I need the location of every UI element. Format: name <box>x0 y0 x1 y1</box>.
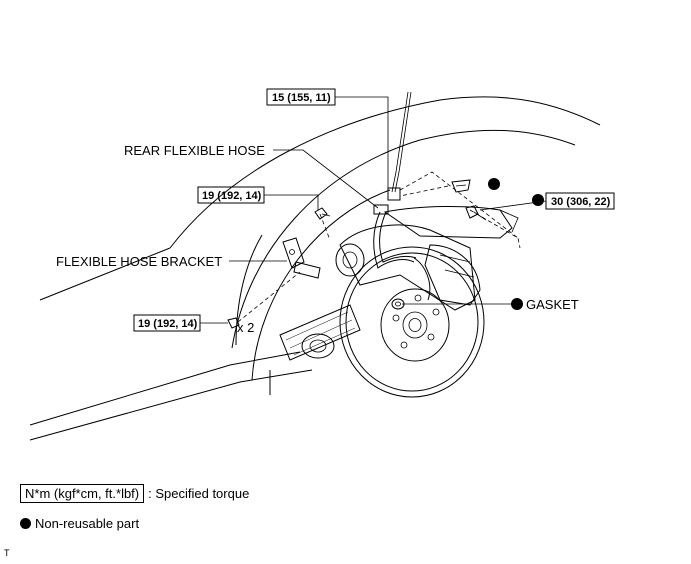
corner-tag: T <box>4 548 10 558</box>
torque-callout-left: 19 (192, 14) <box>197 186 265 204</box>
torque-callout-right: 30 (306, 22) <box>545 192 615 210</box>
legend-nonreusable-text: Non-reusable part <box>35 516 140 531</box>
rear-flexible-hose <box>373 204 431 301</box>
explode-lines <box>237 171 521 323</box>
torque-callout-bottom: 19 (192, 14) <box>133 314 201 332</box>
nonreusable-dot-icon <box>20 518 31 529</box>
brake-line <box>387 91 412 201</box>
torque-left-text: 19 (192, 14) <box>202 190 262 202</box>
label-gasket: GASKET <box>526 297 579 312</box>
torque-callout-top: 15 (155, 11) <box>266 88 336 106</box>
bolt-right <box>465 205 487 221</box>
label-qty-x2: x 2 <box>237 320 254 335</box>
knuckle <box>335 205 519 311</box>
label-flexible-hose-bracket: FLEXIBLE HOSE BRACKET <box>56 254 222 269</box>
brake-caliper <box>424 244 481 306</box>
leader-lines <box>200 96 547 324</box>
legend-nonreusable: Non-reusable part <box>20 516 139 531</box>
nonreusable-dot-gasket <box>511 298 523 310</box>
flexible-hose-bracket <box>282 237 321 279</box>
label-rear-flexible-hose: REAR FLEXIBLE HOSE <box>124 143 265 158</box>
legend-torque: N*m (kgf*cm, ft.*lbf) : Specified torque <box>20 484 249 503</box>
bolt-left <box>314 207 331 220</box>
nonreusable-dot-clip <box>488 178 500 190</box>
brake-disc <box>339 246 485 398</box>
clip-part <box>451 179 471 193</box>
vehicle-body-outline <box>29 96 601 441</box>
torque-bottom-text: 19 (192, 14) <box>138 318 198 330</box>
suspension-arm <box>279 304 361 361</box>
nonreusable-dot-bolt <box>532 194 544 206</box>
legend-torque-box: N*m (kgf*cm, ft.*lbf) <box>20 484 145 503</box>
legend-torque-desc: : Specified torque <box>148 486 250 501</box>
torque-top-text: 15 (155, 11) <box>272 92 331 104</box>
bolt-bottom <box>227 317 240 329</box>
torque-right-text: 30 (306, 22) <box>551 196 611 208</box>
